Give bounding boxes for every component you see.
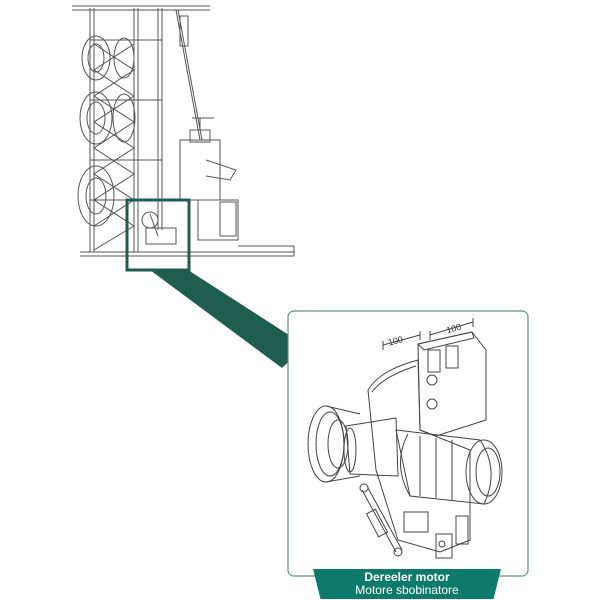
caption-banner: Dereeler motor Motore sbobinatore xyxy=(313,569,501,599)
dimension-lines xyxy=(382,318,474,350)
dereeler-motor-drawing xyxy=(307,318,503,559)
overview-machine-drawing xyxy=(72,5,295,257)
dimension-label-right: 100 xyxy=(445,322,462,336)
highlight-box xyxy=(125,198,191,272)
zoom-callout-connector xyxy=(150,270,306,368)
caption-title: Dereeler motor xyxy=(364,570,450,584)
caption-subtitle: Motore sbobinatore xyxy=(355,583,459,597)
dimension-label-left: 100 xyxy=(387,334,404,348)
